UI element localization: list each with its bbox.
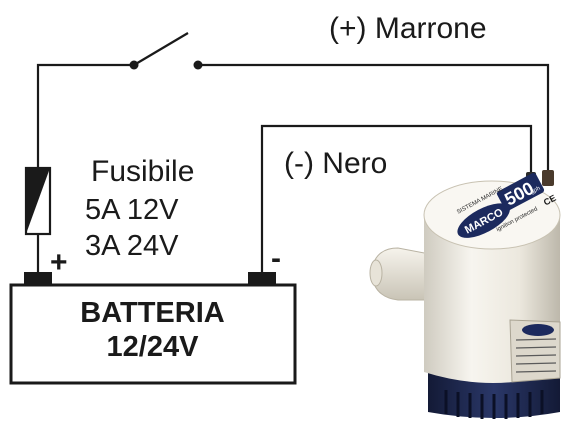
fuse-title: Fusibile (91, 155, 195, 188)
battery-voltage: 12/24V (106, 331, 199, 363)
pump-model-badge (496, 172, 545, 211)
fuse (24, 166, 52, 236)
pump-cable-brown (542, 170, 554, 186)
fuse-fill (26, 168, 50, 234)
pump-model-unit: gph (530, 186, 542, 196)
negative-wire (260, 124, 533, 278)
negative-wire-label: (-) Nero (284, 147, 388, 180)
pump-side-logo (522, 324, 554, 336)
battery-terminal-positive (24, 272, 52, 286)
pump-base-grille (444, 390, 544, 419)
switch-lever (133, 32, 189, 66)
positive-wire (198, 63, 550, 175)
battery-positive-sign: + (50, 246, 68, 279)
fuse-rating-24v: 3A 24V (85, 230, 179, 262)
pump-side-label-lines (515, 338, 557, 373)
switch-contact-right (193, 60, 203, 70)
battery-body (9, 283, 297, 385)
battery-negative-sign: - (271, 242, 281, 275)
fuse-rating-12v: 5A 12V (85, 194, 179, 226)
pump-brand-oval (457, 203, 510, 238)
bilge-pump: MARCO 500 gph SISTEMA MARINE ignition pr… (369, 170, 561, 419)
battery-terminal-negative (248, 272, 276, 286)
pump-outlet-opening (369, 259, 383, 287)
switch (129, 32, 203, 70)
positive-wire-label: (+) Marrone (329, 12, 487, 45)
battery-label: BATTERIA 12/24V (0, 296, 305, 364)
battery (9, 272, 297, 385)
battery-title: BATTERIA (80, 297, 225, 329)
pump-side-label (509, 319, 561, 383)
